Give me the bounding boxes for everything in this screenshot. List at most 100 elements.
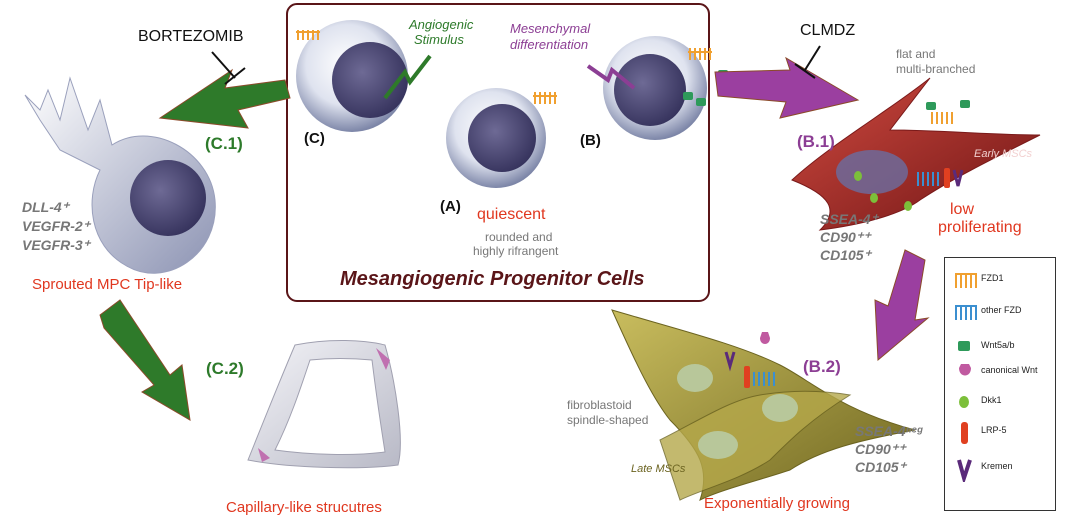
legend-item: other FZD xyxy=(953,300,1053,330)
legend-label: other FZD xyxy=(981,305,1022,315)
late-msc-nucleus xyxy=(677,364,713,392)
late-msc-cell xyxy=(659,390,852,501)
cell-c xyxy=(296,20,408,132)
legend-item: LRP-5 xyxy=(953,420,1053,450)
wnt5ab-icon xyxy=(926,102,936,110)
b2-label: (B.2) xyxy=(803,357,841,376)
capillary-label: Capillary-like strucutres xyxy=(226,499,382,516)
legend-label: Kremen xyxy=(981,461,1013,471)
fzd1-receptor-icon xyxy=(955,273,977,288)
tip-marker-3: VEGFR-3⁺ xyxy=(22,237,91,253)
cell-a xyxy=(446,88,546,188)
flat-label-2: multi-branched xyxy=(896,62,976,76)
tip-marker-2: VEGFR-2⁺ xyxy=(22,218,91,234)
clmdz-inhibitor-icon xyxy=(794,45,821,79)
wnt5ab-icon xyxy=(683,92,693,100)
clmdz-label: CLMDZ xyxy=(800,22,856,39)
low-label: low xyxy=(950,201,975,218)
green-arrow-c1 xyxy=(158,68,291,129)
canonical-wnt-icon xyxy=(760,332,770,344)
flat-label-1: flat and xyxy=(896,47,936,61)
bortezomib-label: BORTEZOMIB xyxy=(138,28,244,45)
fibro-label-2: spindle-shaped xyxy=(567,413,649,427)
purple-arrow-b2 xyxy=(874,249,930,362)
kremen-icon xyxy=(952,169,964,187)
late-marker-1: SSEA-4ⁿᵉᵍ xyxy=(855,423,923,439)
other-fzd-receptor-icon xyxy=(753,372,775,386)
kremen-icon xyxy=(957,459,972,482)
c1-label: (C.1) xyxy=(205,134,243,153)
mesenchymal-label-2: differentiation xyxy=(510,37,589,52)
wnt5ab-icon xyxy=(696,98,706,106)
mesenchymal-lightning-icon xyxy=(586,64,636,90)
quiescent-desc-1: rounded and xyxy=(485,230,553,244)
legend-item: Wnt5a/b xyxy=(953,335,1053,365)
dkk1-icon xyxy=(854,171,862,181)
legend-label: LRP-5 xyxy=(981,425,1007,435)
label-b: (B) xyxy=(580,132,601,149)
lrp5-icon xyxy=(961,422,968,444)
quiescent-desc-2: highly rifrangent xyxy=(473,244,559,258)
dkk1-icon xyxy=(904,201,912,211)
dkk1-icon xyxy=(870,193,878,203)
angiogenic-label-1: Angiogenic xyxy=(409,17,474,32)
late-msc-label: Late MSCs xyxy=(631,463,686,475)
capillary-junction xyxy=(258,448,270,462)
early-msc-label: Early MSCs xyxy=(974,148,1033,160)
angiogenic-label-2: Stimulus xyxy=(414,32,464,47)
capillary-junction xyxy=(376,348,390,370)
canonical-wnt-icon xyxy=(959,364,971,376)
lrp5-icon xyxy=(744,366,750,388)
mesenchymal-label-1: Mesenchymal xyxy=(510,21,591,36)
tip-like-label: Sprouted MPC Tip-like xyxy=(32,276,183,293)
fzd1-receptor-icon xyxy=(296,30,320,40)
capillary-structure xyxy=(247,340,401,469)
fzd1-receptor-icon xyxy=(931,112,953,124)
legend-item: canonical Wnt xyxy=(953,360,1053,390)
legend-item: Kremen xyxy=(953,456,1053,486)
cell-b xyxy=(603,36,707,140)
kremen-icon xyxy=(724,351,736,372)
wnt5ab-icon xyxy=(958,341,970,351)
fibro-label-1: fibroblastoid xyxy=(567,398,632,412)
legend: FZD1 other FZD Wnt5a/b canonical Wnt Dkk… xyxy=(944,257,1056,511)
early-msc-cell xyxy=(791,77,1041,231)
c2-label: (C.2) xyxy=(206,359,244,378)
fzd1-receptor-icon xyxy=(688,48,712,60)
other-fzd-receptor-icon xyxy=(917,172,939,186)
early-marker-1: SSEA-4⁺ xyxy=(820,211,878,227)
early-marker-3: CD105⁺ xyxy=(820,247,871,263)
legend-item: FZD1 xyxy=(953,268,1053,298)
proliferating-label: proliferating xyxy=(938,219,1022,236)
early-marker-2: CD90⁺⁺ xyxy=(820,229,871,245)
late-msc-nucleus xyxy=(698,431,738,459)
late-marker-3: CD105⁺ xyxy=(855,459,906,475)
lrp5-icon xyxy=(944,168,950,188)
fzd1-receptor-icon xyxy=(533,92,557,104)
label-c: (C) xyxy=(304,130,325,147)
green-arrow-c2 xyxy=(99,299,191,421)
label-a: (A) xyxy=(440,198,461,215)
early-msc-nucleus xyxy=(836,150,908,194)
tip-cell-nucleus xyxy=(130,160,206,236)
quiescent-label: quiescent xyxy=(477,206,546,223)
legend-label: Wnt5a/b xyxy=(981,340,1015,350)
bortezomib-inhibitor-icon xyxy=(211,51,246,85)
legend-label: canonical Wnt xyxy=(981,365,1038,375)
growing-label: Exponentially growing xyxy=(704,495,850,512)
wnt5ab-icon xyxy=(960,100,970,108)
other-fzd-receptor-icon xyxy=(955,305,977,320)
dkk1-icon xyxy=(959,396,969,408)
legend-label: FZD1 xyxy=(981,273,1004,283)
purple-arrow-b1 xyxy=(714,56,860,119)
page-title: Mesangiogenic Progenitor Cells xyxy=(340,268,645,290)
b1-label: (B.1) xyxy=(797,132,835,151)
legend-label: Dkk1 xyxy=(981,395,1002,405)
late-msc-nucleus xyxy=(762,394,798,422)
angiogenic-lightning-icon xyxy=(383,54,432,100)
tip-marker-1: DLL-4⁺ xyxy=(22,199,70,215)
late-marker-2: CD90⁺⁺ xyxy=(855,441,906,457)
legend-item: Dkk1 xyxy=(953,390,1053,420)
